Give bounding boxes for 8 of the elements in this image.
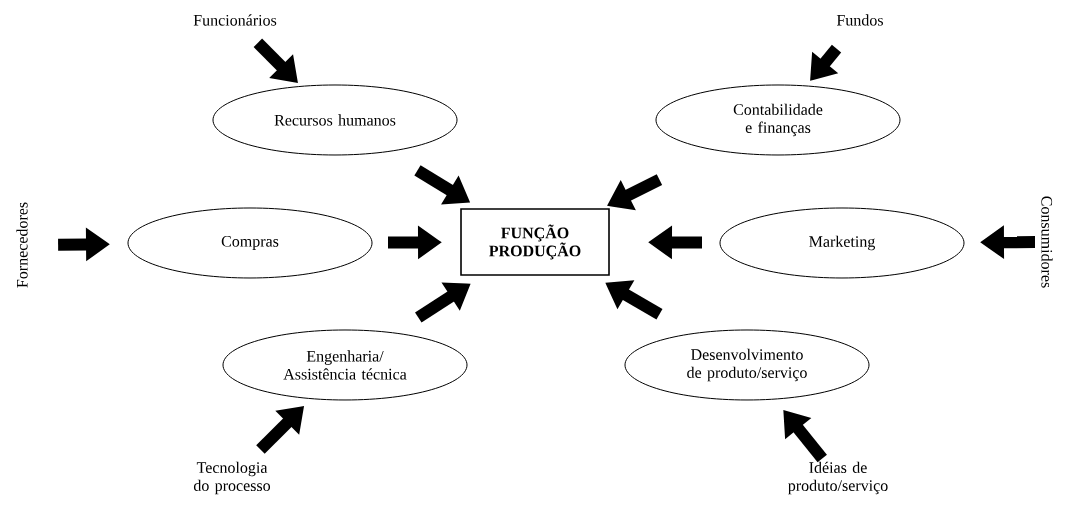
label-text: Idéias de produto/serviço — [788, 461, 888, 495]
label-text: Funcionários — [193, 14, 277, 26]
label-text: Fundos — [836, 14, 883, 26]
label-text: Consumidores — [1041, 196, 1053, 288]
block-arrow — [253, 38, 298, 83]
label-text: Tecnologia do processo — [193, 461, 271, 495]
production-box: FUNÇÃO PRODUÇÃO — [460, 208, 610, 276]
label-text: Fornecedores — [16, 202, 28, 288]
